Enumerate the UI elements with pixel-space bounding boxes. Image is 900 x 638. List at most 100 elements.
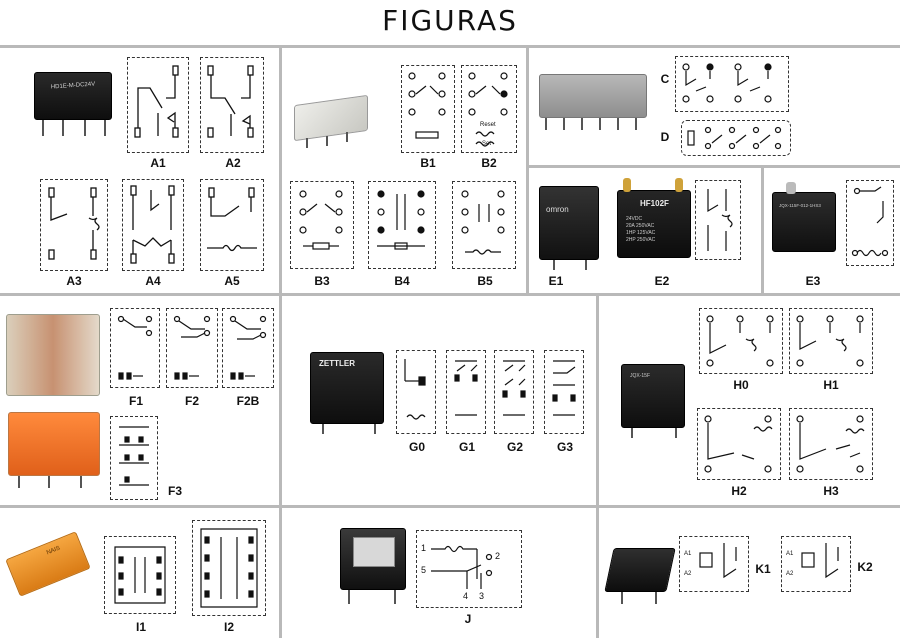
label-f1: F1: [128, 394, 143, 408]
diagram-a4: [122, 179, 184, 271]
label-h1: H1: [823, 378, 839, 392]
relay-j-window: [353, 537, 395, 567]
panel-h: JQX-15F H0 H1 H2 H3: [599, 296, 900, 505]
diagram-g0: [396, 350, 436, 434]
label-b4: B4: [394, 274, 410, 288]
label-f2b: F2B: [236, 394, 260, 408]
label-i1: I1: [135, 620, 146, 634]
relay-pin: [306, 138, 308, 148]
relay-pin: [621, 592, 623, 604]
relay-e2-spec: 1HP 125VAC: [626, 230, 656, 236]
relay-pin: [42, 120, 44, 136]
panel-k: A1 A2 K1 A1 A2 K2: [599, 508, 900, 638]
relay-pin: [617, 118, 619, 130]
label-h2: H2: [731, 484, 747, 498]
relay-g-photo: ZETTLER: [310, 352, 384, 424]
label-k1: K1: [755, 562, 771, 576]
label-h3: H3: [823, 484, 839, 498]
grid-line-v2: [526, 45, 529, 295]
relay-pin: [18, 476, 20, 488]
diagram-j: 1 5 2 4 3: [416, 530, 522, 608]
diagram-f1: [110, 308, 160, 388]
relay-e2-tab: [623, 178, 631, 192]
label-j: J: [464, 612, 472, 626]
label-g0: G0: [408, 440, 425, 454]
grid-line-top: [0, 45, 900, 48]
label-g2: G2: [506, 440, 523, 454]
diagram-b1: [401, 65, 455, 153]
relay-g-brand: ZETTLER: [319, 359, 355, 368]
diagram-h2: [697, 408, 781, 480]
diagram-f2: [166, 308, 218, 388]
k1-pin-a1: A1: [684, 551, 692, 557]
j-pin-3: 3: [479, 591, 485, 601]
relay-i-photo: NAIS: [5, 531, 91, 597]
relay-pin: [322, 424, 324, 434]
relay-pin: [563, 118, 565, 130]
b2-set-text: Set: [482, 141, 492, 147]
relay-e3-tab: [786, 182, 796, 194]
relay-pin: [675, 428, 677, 438]
label-g3: G3: [556, 440, 573, 454]
grid-line-v3: [761, 165, 764, 295]
k2-pin-a1: A1: [786, 551, 794, 557]
diagram-g1: [446, 350, 486, 434]
k2-pin-a2: A2: [786, 571, 794, 577]
relay-h-photo: JQX-15F: [621, 364, 685, 428]
k1-pin-a2: A2: [684, 571, 692, 577]
j-pin-5: 5: [421, 565, 427, 575]
diagram-f2b: [222, 308, 274, 388]
grid-line-v4: [596, 293, 599, 638]
relay-e2-spec: 20A 250VAC: [626, 223, 655, 229]
relay-i-text: NAIS: [45, 545, 62, 557]
diagram-e2: [695, 180, 741, 260]
diagram-b4: [368, 181, 436, 269]
panel-a: HD1E-M-DC24V A1 A2 A3: [0, 48, 279, 293]
relay-pin: [553, 260, 555, 270]
label-f3: F3: [167, 484, 182, 498]
diagram-a5: [200, 179, 264, 271]
grid-line-v1: [279, 45, 282, 638]
label-b1: B1: [420, 156, 436, 170]
b2-reset-text: Reset: [480, 122, 496, 128]
diagram-i2: [192, 520, 266, 616]
relay-pin: [348, 590, 350, 604]
j-pin-1: 1: [421, 543, 427, 553]
label-a4: A4: [145, 274, 161, 288]
relay-e3-text: JQX-115F-012-1HS3: [779, 203, 821, 208]
relay-pin: [655, 592, 657, 604]
panel-i: NAIS I1 I2: [0, 508, 279, 638]
relay-e2-tab: [675, 178, 683, 192]
diagram-f3: [110, 416, 158, 500]
diagram-b2: Reset Set: [461, 65, 517, 153]
label-b3: B3: [314, 274, 330, 288]
diagram-a1: [127, 57, 189, 153]
label-b5: B5: [477, 274, 493, 288]
relay-e1-photo: omron: [539, 186, 599, 260]
diagram-g3: [544, 350, 584, 434]
panel-g: ZETTLER G0 G1 G2 G3: [282, 296, 596, 505]
j-pin-2: 2: [495, 551, 501, 561]
diagram-c: [675, 56, 789, 112]
relay-f-clear-photo: [6, 314, 100, 396]
grid-line-row1-mid: [528, 165, 900, 168]
diagram-d: [681, 120, 791, 156]
label-e3: E3: [805, 274, 821, 288]
panel-j: 1 5 2 4 3 J: [282, 508, 596, 638]
label-i2: I2: [223, 620, 234, 634]
relay-pin: [631, 428, 633, 438]
diagram-e3: [846, 180, 894, 266]
relay-pin: [635, 118, 637, 130]
grid-line-row2: [0, 293, 900, 296]
panel-cd: C D: [529, 48, 900, 165]
diagram-h0: [699, 308, 783, 374]
relay-pin: [545, 118, 547, 130]
relay-a-photo: HD1E-M-DC24V: [34, 72, 112, 120]
diagram-k1: A1 A2: [679, 536, 749, 592]
label-e2: E2: [654, 274, 670, 288]
label-k2: K2: [857, 560, 873, 574]
relay-e2-spec: 2HP 250VAC: [626, 237, 656, 243]
diagram-h3: [789, 408, 873, 480]
relay-pin: [84, 120, 86, 136]
j-pin-4: 4: [463, 591, 469, 601]
